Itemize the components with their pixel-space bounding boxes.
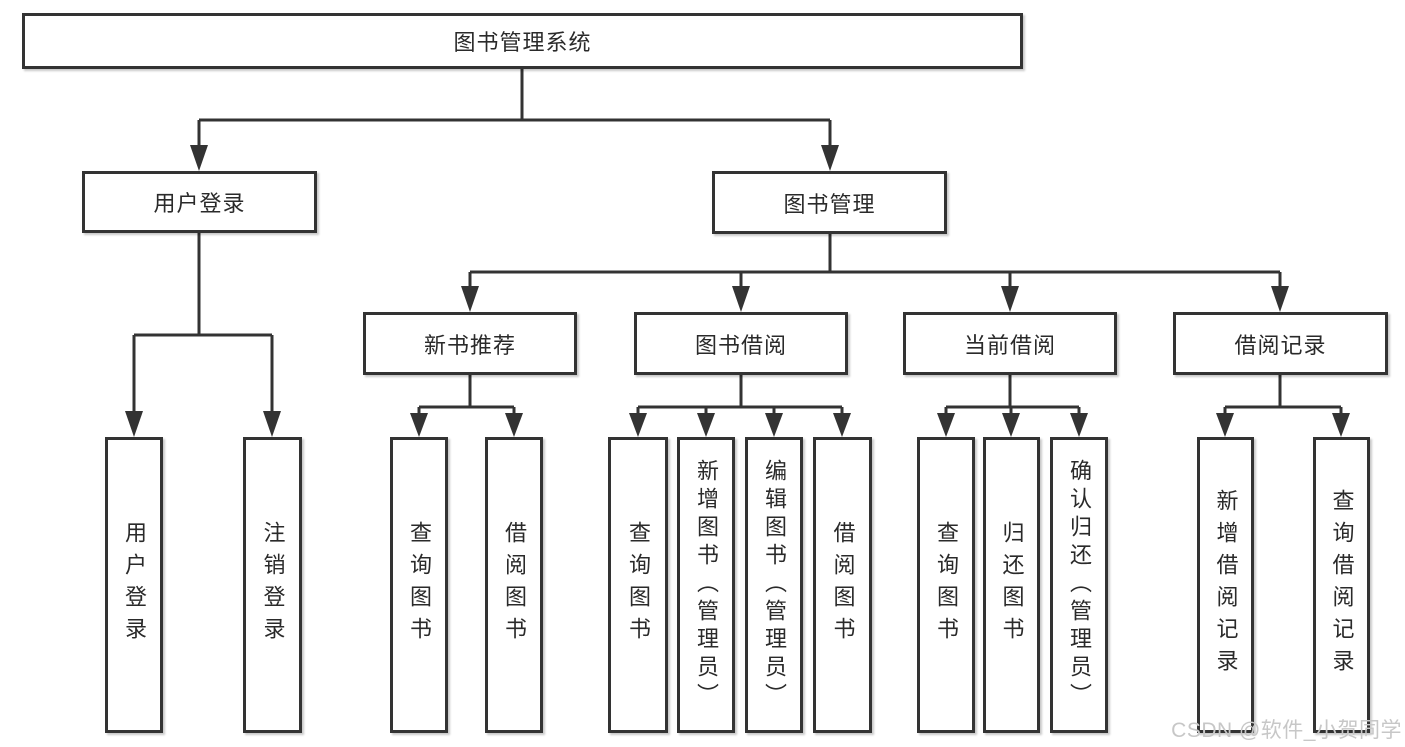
node-leaf-add-books-admin-label: 新增图书（管理员） — [694, 459, 719, 711]
node-section-new-book-recommend-label: 新书推荐 — [423, 332, 516, 358]
node-leaf-return-books-label: 归还图书 — [999, 521, 1025, 649]
node-leaf-query-books-3: 查询图书 — [917, 437, 975, 733]
node-section-current-borrow: 当前借阅 — [903, 312, 1117, 375]
node-leaf-logout-label: 注销登录 — [260, 521, 286, 649]
node-leaf-add-borrow-record-label: 新增借阅记录 — [1213, 489, 1239, 681]
node-section-borrow-record: 借阅记录 — [1173, 312, 1388, 375]
node-leaf-query-books-2-label: 查询图书 — [626, 521, 651, 649]
node-section-current-borrow-label: 当前借阅 — [963, 332, 1056, 358]
node-leaf-edit-books-admin: 编辑图书（管理员） — [745, 437, 803, 733]
node-leaf-borrow-books-1: 借阅图书 — [485, 437, 543, 733]
node-leaf-query-borrow-record: 查询借阅记录 — [1313, 437, 1370, 733]
node-leaf-edit-books-admin-label: 编辑图书（管理员） — [762, 459, 787, 711]
node-leaf-user-login: 用户登录 — [105, 437, 163, 733]
node-leaf-borrow-books-2: 借阅图书 — [813, 437, 872, 733]
node-leaf-query-books-1-label: 查询图书 — [407, 521, 432, 649]
node-section-new-book-recommend: 新书推荐 — [363, 312, 577, 375]
node-leaf-user-login-label: 用户登录 — [122, 521, 147, 649]
node-section-book-borrow-label: 图书借阅 — [694, 332, 787, 358]
node-section-book-borrow: 图书借阅 — [634, 312, 848, 375]
node-leaf-query-books-2: 查询图书 — [608, 437, 668, 733]
node-leaf-query-books-3-label: 查询图书 — [934, 521, 959, 649]
node-leaf-confirm-return-admin: 确认归还（管理员） — [1050, 437, 1108, 733]
node-leaf-borrow-books-1-label: 借阅图书 — [502, 521, 527, 649]
node-leaf-return-books: 归还图书 — [983, 437, 1040, 733]
node-section-borrow-record-label: 借阅记录 — [1234, 332, 1327, 358]
node-leaf-add-borrow-record: 新增借阅记录 — [1197, 437, 1254, 733]
watermark: CSDN @软件_小贺同学 — [1171, 719, 1402, 742]
node-branch-book-management: 图书管理 — [712, 171, 947, 234]
node-leaf-add-books-admin: 新增图书（管理员） — [677, 437, 735, 733]
node-branch-book-management-label: 图书管理 — [783, 191, 876, 217]
node-leaf-query-books-1: 查询图书 — [390, 437, 448, 733]
node-branch-user-login: 用户登录 — [82, 171, 317, 233]
node-leaf-logout: 注销登录 — [243, 437, 302, 733]
node-root-label: 图书管理系统 — [453, 30, 592, 55]
node-leaf-confirm-return-admin-label: 确认归还（管理员） — [1067, 459, 1092, 711]
node-branch-user-login-label: 用户登录 — [153, 191, 246, 216]
node-leaf-query-borrow-record-label: 查询借阅记录 — [1329, 489, 1355, 681]
node-root: 图书管理系统 — [22, 13, 1023, 69]
node-leaf-borrow-books-2-label: 借阅图书 — [830, 521, 856, 649]
